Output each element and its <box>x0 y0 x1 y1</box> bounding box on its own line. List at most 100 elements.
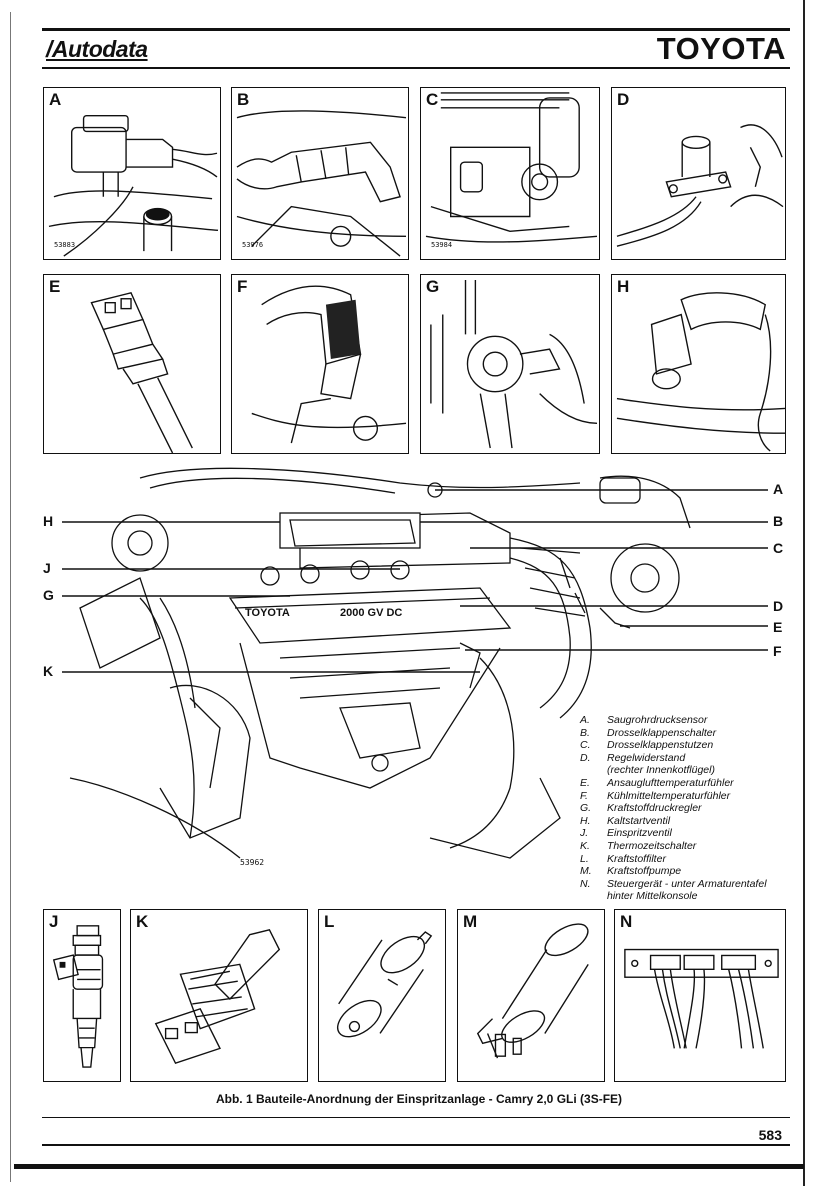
legend-row: J.Einspritzventil <box>580 827 780 840</box>
legend-row: F. Kühlmitteltemperaturfühler <box>580 790 780 803</box>
panel-letter: K <box>136 912 149 931</box>
engine-code: 2000 GV DC <box>340 607 402 619</box>
figure-code: 53962 <box>240 858 265 867</box>
thermo-time-switch-drawing <box>154 928 281 1065</box>
callout-b: B <box>773 513 784 529</box>
legend-text: Regelwiderstand <box>607 751 686 764</box>
legend-key: N. <box>580 877 591 890</box>
legend-text: (rechter Innenkotflügel) <box>607 764 715 777</box>
legend-key: A. <box>580 714 590 726</box>
callout-d: D <box>773 598 784 614</box>
figure-caption: Abb. 1 Bauteile-Anordnung der Einspritza… <box>215 1092 623 1106</box>
detail-panel-n: N <box>614 909 786 1082</box>
detail-panel-h: H <box>611 274 786 454</box>
page-edge <box>10 12 11 1182</box>
component-legend: A. Saugrohrdrucksensor B.Drosselklappensc… <box>580 714 780 903</box>
detail-panel-a: A 53883 <box>43 87 221 260</box>
panel-letter: D <box>617 90 630 109</box>
callout-h: H <box>43 513 54 529</box>
legend-key: G. <box>580 802 592 815</box>
footer-rule <box>14 1164 804 1169</box>
legend-key <box>580 890 607 903</box>
panel-letter: H <box>617 277 630 296</box>
callout-e: E <box>773 619 783 635</box>
panel-letter: M <box>463 912 478 931</box>
detail-panel-e: E <box>43 274 221 454</box>
legend-row: A. Saugrohrdrucksensor <box>580 714 780 727</box>
legend-text: hinter Mittelkonsole <box>607 890 698 903</box>
resistor-drawing <box>616 124 784 247</box>
panel-letter: B <box>237 90 250 109</box>
legend-text: Drosselklappenschalter <box>607 726 717 739</box>
panel-letter: F <box>237 277 248 296</box>
legend-text: Einspritzventil <box>607 827 672 840</box>
detail-panel-d: D <box>611 87 786 260</box>
detail-panel-k: K <box>130 909 308 1082</box>
legend-key: H. <box>580 814 591 827</box>
legend-text: Kraftstoffilter <box>607 852 666 865</box>
figure-code: 53883 <box>54 241 76 249</box>
legend-row: K. Thermozeitschalter <box>580 840 780 853</box>
figure-code: 53984 <box>431 241 453 249</box>
legend-row: C. Drosselklappenstutzen <box>580 739 780 752</box>
legend-row: E. Ansauglufttemperaturfühler <box>580 777 780 790</box>
legend-text: Drosselklappenstutzen <box>607 739 714 752</box>
detail-panel-c: C 53984 <box>420 87 600 260</box>
switch-drawing <box>236 110 407 257</box>
panel-letter: L <box>324 912 335 931</box>
callout-j: J <box>43 560 51 576</box>
throttle-body-drawing <box>425 92 598 243</box>
legend-row: H.Kaltstartventil <box>580 815 780 828</box>
legend-text: Ansauglufttemperaturfühler <box>607 776 734 789</box>
ecu-connector-drawing <box>624 948 779 1049</box>
footer-rule <box>42 1144 790 1146</box>
legend-text: Kraftstoffdruckregler <box>607 802 702 815</box>
legend-row: N. Steuergerät - unter Armaturentafel <box>580 878 780 891</box>
legend-text: Saugrohrdrucksensor <box>607 714 708 726</box>
legend-key: E. <box>580 776 590 789</box>
panel-letter: G <box>426 277 440 296</box>
vehicle-make: TOYOTA <box>656 31 786 66</box>
callout-a: A <box>773 481 784 497</box>
legend-text: Steuergerät - unter Armaturentafel <box>607 877 767 890</box>
legend-key: L. <box>580 852 589 865</box>
legend-text: Kraftstoffpumpe <box>607 865 682 878</box>
panel-letter: J <box>49 912 59 931</box>
coolant-sensor-drawing <box>251 285 407 444</box>
legend-key: C. <box>580 739 591 752</box>
fuel-pump-drawing <box>476 923 589 1059</box>
panel-letter: E <box>49 277 61 296</box>
legend-row: M. Kraftstoffpumpe <box>580 865 780 878</box>
figure-code: 53976 <box>242 241 264 249</box>
engine-bay-illustration: TOYOTA 2000 GV DC <box>62 467 768 859</box>
detail-panel-g: G <box>420 274 600 454</box>
page-edge <box>803 0 805 1186</box>
injector-drawing <box>52 925 104 1068</box>
legend-key: D. <box>580 751 591 764</box>
legend-row: G. Kraftstoffdruckregler <box>580 802 780 815</box>
sensor-drawing <box>48 114 219 257</box>
legend-key: F. <box>580 789 588 802</box>
callout-f: F <box>773 643 782 659</box>
detail-panel-b: B 53976 <box>231 87 409 260</box>
legend-text: Kühlmitteltemperaturfühler <box>607 789 731 802</box>
page-number: 583 <box>758 1127 782 1143</box>
legend-text: Thermozeitschalter <box>607 839 697 852</box>
legend-row: D. Regelwiderstand <box>580 752 780 765</box>
legend-key: K. <box>580 839 590 852</box>
detail-panel-l: L <box>318 909 446 1082</box>
callout-k: K <box>43 663 54 679</box>
legend-row: B.Drosselklappenschalter <box>580 727 780 740</box>
panel-letter: A <box>49 90 62 109</box>
air-temp-sensor-drawing <box>90 291 193 453</box>
detail-panel-j: J <box>43 909 121 1082</box>
fuel-filter-drawing <box>337 931 433 1038</box>
detail-panel-m: M <box>457 909 605 1082</box>
legend-key: M. <box>580 865 592 878</box>
legend-row: (rechter Innenkotflügel) <box>580 764 780 777</box>
panel-letter: C <box>426 90 439 109</box>
callout-g: G <box>43 587 54 603</box>
engine-bay-drawing: TOYOTA 2000 GV DC <box>40 458 800 898</box>
pressure-regulator-drawing <box>430 279 598 449</box>
